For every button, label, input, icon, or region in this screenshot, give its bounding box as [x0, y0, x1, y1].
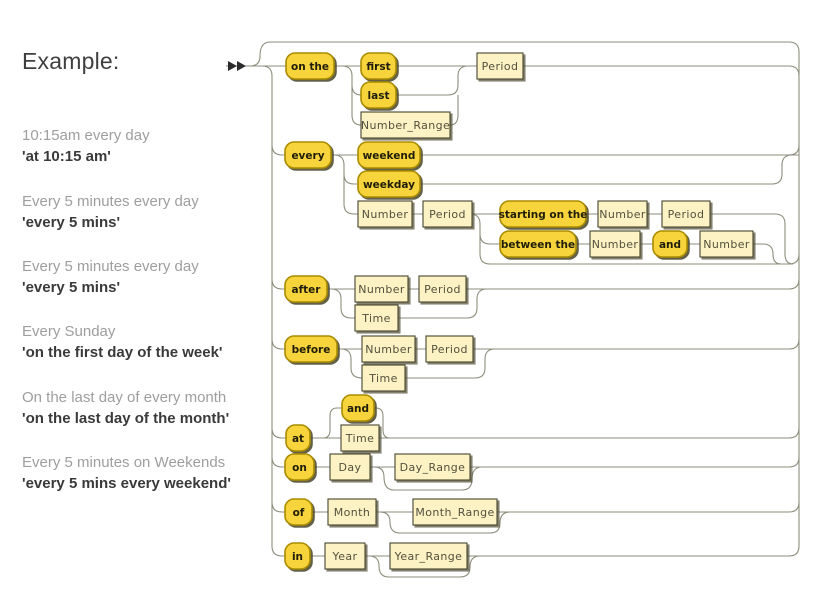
nonterminal-year-range: Year_Range [389, 542, 468, 570]
nonterminal-time: Time [340, 424, 380, 452]
nonterminal-number-label: Number [703, 238, 750, 251]
nonterminal-period-label: Period [668, 208, 705, 221]
nonterminal-period-label: Period [424, 283, 461, 296]
example-description: On the last day of every month [22, 389, 227, 406]
nonterminal-month: Month [327, 498, 377, 526]
terminal-before-label: before [292, 344, 331, 356]
nonterminal-period: Period [661, 200, 711, 228]
terminal-weekday: weekday [357, 170, 421, 198]
nonterminal-period: Period [425, 335, 474, 363]
terminal-last-label: last [368, 90, 390, 102]
terminal-starting-on-the: starting on the [499, 200, 588, 228]
example-item: Every 5 minutes every day 'every 5 mins' [22, 191, 252, 234]
terminal-first: first [360, 52, 397, 80]
example-description: Every 5 minutes every day [22, 193, 199, 210]
example-expression: 'every 5 mins' [22, 214, 121, 231]
example-description: Every Sunday [22, 323, 116, 340]
nonterminal-month-range: Month_Range [412, 498, 498, 526]
nonterminal-number: Number [597, 200, 648, 228]
nonterminal-number-label: Number [365, 343, 412, 356]
terminal-and: and [341, 394, 375, 422]
nonterminal-number-label: Number [362, 208, 409, 221]
example-description: 10:15am every day [22, 127, 150, 144]
nonterminal-year-label: Year [332, 550, 358, 563]
nonterminal-number-range: Number_Range [360, 111, 451, 139]
example-description: Every 5 minutes on Weekends [22, 454, 226, 471]
terminal-between-the-label: between the [501, 239, 575, 251]
terminal-first-label: first [366, 61, 390, 73]
terminal-every: every [284, 141, 332, 169]
nonterminal-period: Period [418, 275, 467, 303]
terminal-on-the-label: on the [291, 61, 329, 73]
terminal-after-label: after [292, 284, 322, 296]
nonterminal-number-label: Number [358, 283, 405, 296]
nonterminal-day-label: Day [339, 461, 362, 474]
terminal-starting-on-the-label: starting on the [499, 209, 588, 221]
nonterminal-number: Number [699, 230, 754, 258]
example-item: Every 5 minutes every day 'every 5 mins' [22, 256, 252, 299]
nonterminal-month-range-label: Month_Range [415, 506, 494, 519]
nonterminal-number: Number [354, 275, 409, 303]
example-expression: 'on the first day of the week' [22, 344, 223, 361]
nonterminal-number-range-label: Number_Range [361, 119, 450, 132]
terminal-between-the: between the [499, 230, 577, 258]
example-expression: 'every 5 mins' [22, 279, 121, 296]
terminal-on: on [284, 453, 315, 481]
terminal-on-label: on [292, 462, 307, 474]
nonterminal-number: Number [361, 335, 416, 363]
nonterminal-number: Number [357, 200, 413, 228]
example-item: Every Sunday 'on the first day of the we… [22, 321, 252, 364]
example-description: Every 5 minutes every day [22, 258, 199, 275]
nonterminal-period-label: Period [429, 208, 466, 221]
nonterminal-day: Day [329, 453, 371, 481]
start-arrow-icon [228, 61, 246, 71]
nonterminal-period: Period [476, 52, 524, 80]
nonterminal-time: Time [354, 304, 399, 332]
nonterminal-time-label: Time [368, 372, 398, 385]
example-expression: 'every 5 mins every weekend' [22, 475, 231, 492]
example-item: 10:15am every day 'at 10:15 am' [22, 125, 252, 168]
nonterminal-period-label: Period [482, 60, 519, 73]
terminal-weekday-label: weekday [363, 179, 415, 191]
terminal-and-label: and [659, 239, 681, 251]
terminal-after: after [284, 275, 328, 303]
nonterminal-time-label: Time [361, 312, 391, 325]
terminal-in: in [284, 542, 311, 570]
nonterminal-number: Number [589, 230, 641, 258]
nonterminal-period: Period [422, 200, 473, 228]
terminal-and: and [652, 230, 688, 258]
page-title: Example: [22, 48, 120, 74]
example-expression: 'on the last day of the month' [22, 410, 230, 427]
terminal-at: at [285, 424, 311, 452]
nonterminal-year: Year [324, 542, 366, 570]
terminal-every-label: every [291, 150, 324, 162]
nonterminal-day-range: Day_Range [394, 453, 471, 481]
connector-lines [226, 41, 800, 578]
terminal-weekend-label: weekend [363, 150, 416, 162]
nonterminal-day-range-label: Day_Range [400, 461, 466, 474]
example-expression: 'at 10:15 am' [22, 148, 111, 165]
terminal-before: before [284, 335, 338, 363]
nonterminal-month-label: Month [334, 506, 370, 519]
nonterminal-number-label: Number [599, 208, 646, 221]
terminal-in-label: in [292, 551, 303, 563]
terminal-on-the: on the [285, 52, 335, 80]
example-item: On the last day of every month 'on the l… [22, 387, 252, 430]
terminal-weekend: weekend [357, 141, 421, 169]
terminal-of-label: of [293, 507, 305, 519]
terminal-at-label: at [292, 433, 304, 445]
nonterminal-period-label: Period [431, 343, 468, 356]
nonterminal-time: Time [361, 364, 406, 392]
terminal-of: of [284, 498, 313, 526]
nonterminal-number-label: Number [592, 238, 639, 251]
nonterminal-time-label: Time [345, 432, 375, 445]
terminal-and-label: and [347, 403, 369, 415]
example-item: Every 5 minutes on Weekends 'every 5 min… [22, 452, 252, 495]
nonterminal-year-range-label: Year_Range [394, 550, 463, 563]
terminal-last: last [360, 81, 397, 109]
